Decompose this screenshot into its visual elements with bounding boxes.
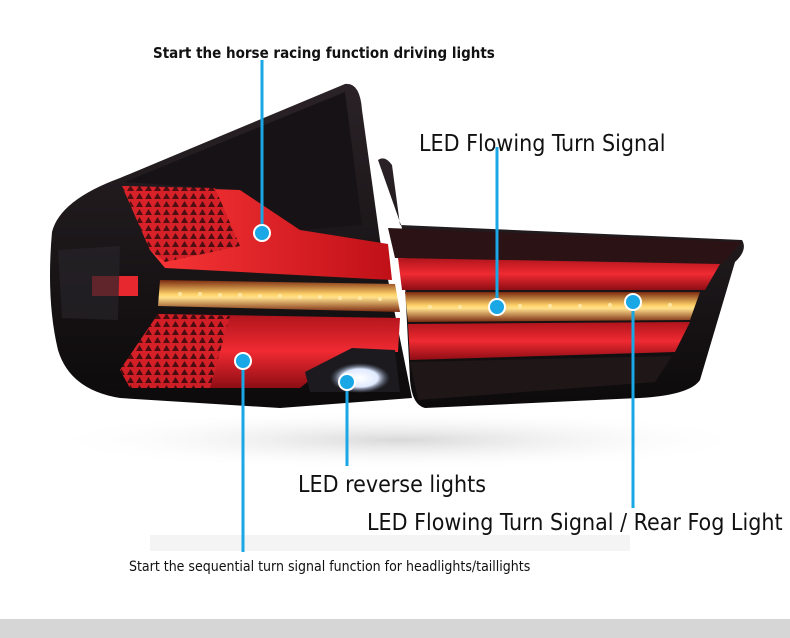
callout-reverse-lights: LED reverse lights (298, 472, 487, 498)
marker-dot-flowing-turn (488, 298, 506, 316)
callout-lines (241, 60, 635, 552)
marker-dot-sequential (234, 352, 252, 370)
callout-racing-lights: Start the horse racing function driving … (153, 44, 495, 62)
reflection-streak (150, 535, 630, 551)
outer-tail-lamp (50, 83, 412, 408)
marker-dot-fog (624, 293, 642, 311)
bottom-divider-bar (0, 619, 790, 638)
inner-tail-lamp (378, 158, 744, 408)
callout-flowing-turn-signal: LED Flowing Turn Signal (419, 131, 666, 157)
callout-flowing-fog-light: LED Flowing Turn Signal / Rear Fog Light (367, 510, 783, 536)
callout-sequential-turn: Start the sequential turn signal functio… (129, 559, 531, 575)
marker-dot-racing (253, 224, 271, 242)
marker-dot-reverse (338, 373, 356, 391)
floor-reflection (40, 410, 760, 470)
callout-dots (234, 224, 642, 391)
